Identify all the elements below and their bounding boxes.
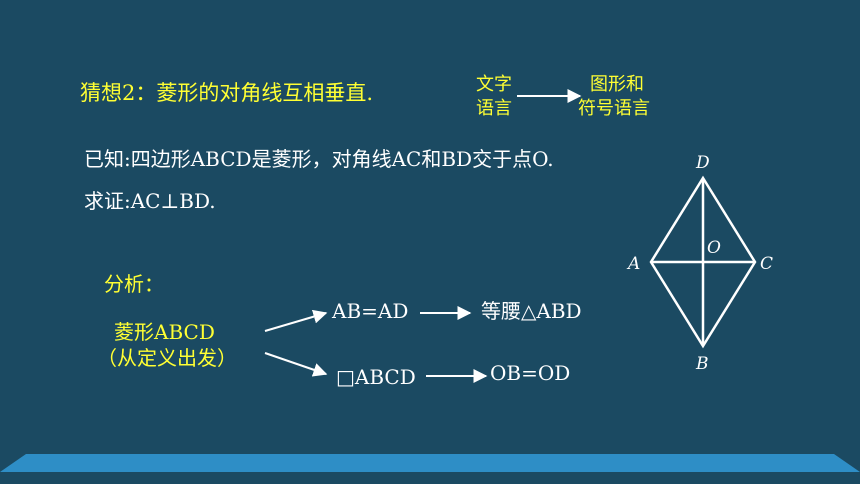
vertex-label-c: C [760, 254, 773, 274]
conjecture-title: 猜想2：菱形的对角线互相垂直. [80, 81, 374, 105]
vertex-label-a: A [626, 254, 640, 274]
given-statement: 已知:四边形ABCD是菱形，对角线AC和BD交于点O. [84, 147, 554, 171]
vertex-label-o: O [707, 238, 721, 258]
note-right-line1: 图形和 [590, 74, 644, 95]
arrow-to-ab-ad [264, 309, 328, 332]
result-isosceles-triangle: 等腰△ABD [481, 299, 582, 323]
note-left: 文字 语言 [476, 73, 512, 121]
result-ob-equals-od: OB=OD [490, 361, 571, 385]
bottom-decorative-bar [0, 454, 860, 472]
step-parallelogram: □ABCD [336, 365, 416, 389]
prove-statement: 求证:AC⊥BD. [84, 189, 216, 213]
analysis-start: 菱形ABCD [114, 320, 215, 344]
note-left-line1: 文字 [476, 74, 512, 95]
note-left-line2: 语言 [476, 98, 512, 119]
arrow-to-parallelogram [264, 352, 328, 377]
vertex-label-d: D [695, 153, 710, 173]
vertex-label-b: B [695, 354, 709, 374]
step-ab-equals-ad: AB=AD [332, 299, 409, 323]
analysis-start-note: （从定义出发） [97, 346, 237, 370]
note-right: 图形和 符号语言 [578, 73, 650, 121]
note-right-line2: 符号语言 [578, 98, 650, 119]
analysis-label: 分析： [104, 272, 164, 296]
